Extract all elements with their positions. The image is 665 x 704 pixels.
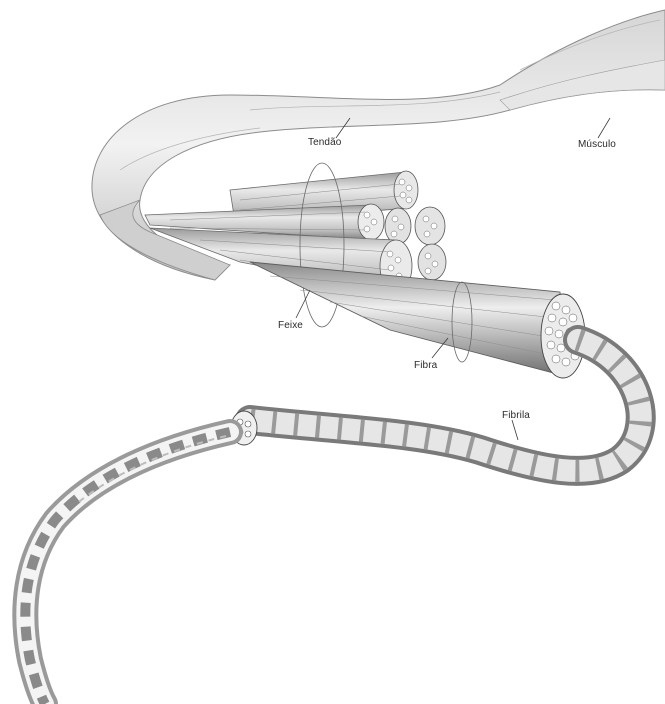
label-fibril: Fibrila (502, 410, 530, 421)
label-tendon: Tendão (308, 137, 341, 148)
label-fascicle: Feixe (278, 320, 303, 331)
myofilaments (25, 432, 230, 704)
label-muscle: Músculo (578, 139, 616, 150)
label-fiber: Fibra (414, 360, 437, 371)
